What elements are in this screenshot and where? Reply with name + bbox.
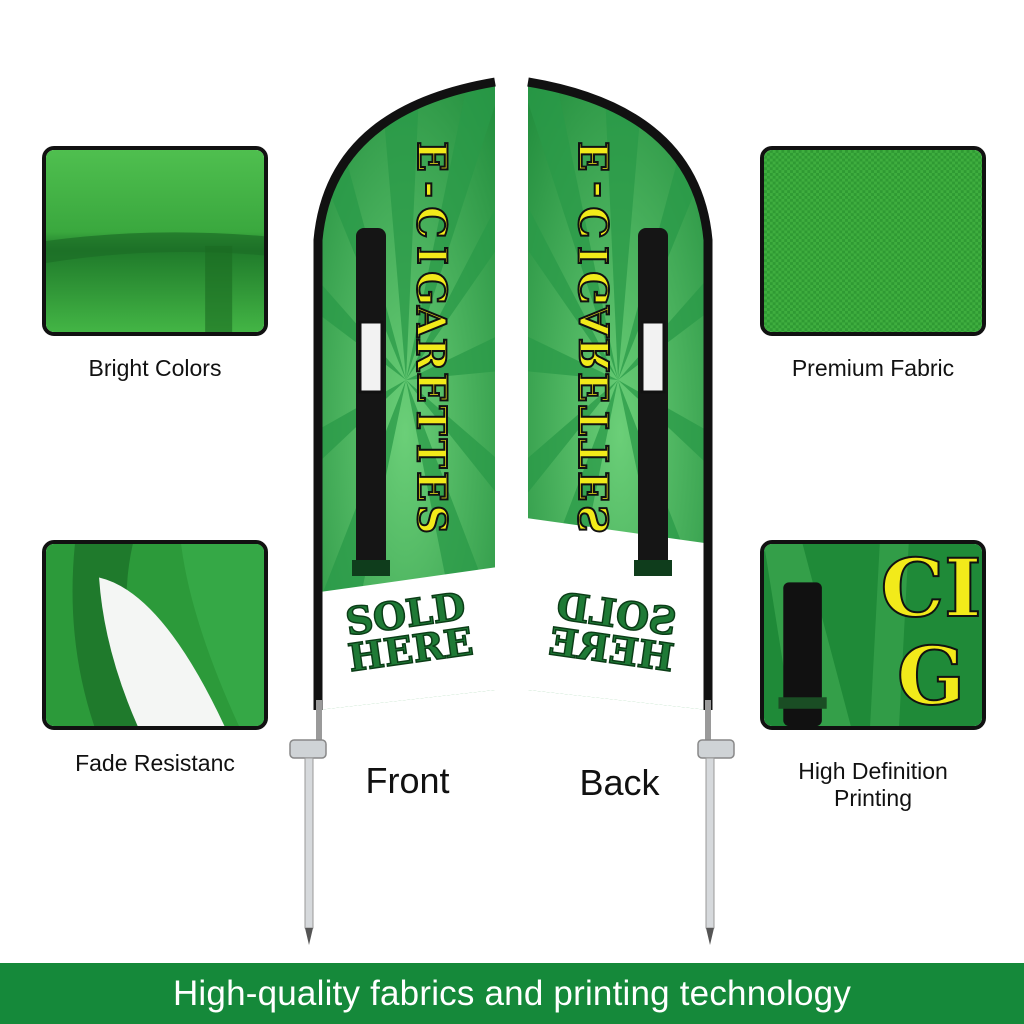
front-headline-letter: G xyxy=(406,270,455,306)
hd-printing-label: High Definition Printing xyxy=(760,758,986,812)
front-headline-letter: T xyxy=(406,438,455,470)
back-headline-letter: I xyxy=(571,245,620,266)
closeup-cig-text: CI xyxy=(879,541,982,635)
back-label: Back xyxy=(579,762,660,803)
back-headline-letter: R xyxy=(571,337,620,372)
hd-printing-label-line1: High Definition xyxy=(798,758,948,784)
fade-resistance-image xyxy=(42,540,268,730)
front-headline-letter: E xyxy=(407,470,456,503)
back-pole xyxy=(705,700,711,744)
bright-colors-fabric-image xyxy=(42,146,268,336)
closeup-g-text: G xyxy=(896,629,966,723)
back-flag xyxy=(528,82,708,710)
bright-colors-label: Bright Colors xyxy=(88,355,222,381)
front-label: Front xyxy=(365,760,450,801)
back-headline-letter: E xyxy=(571,371,620,404)
back-ground-spike xyxy=(706,928,714,945)
fade-resistance-label: Fade Resistanc xyxy=(75,750,235,776)
back-headline-letter: S xyxy=(571,504,620,535)
front-headline-letter: R xyxy=(407,337,456,372)
front-headline-letter: I xyxy=(407,245,456,266)
feather-flags-illustration xyxy=(289,77,735,945)
premium-fabric-label: Premium Fabric xyxy=(791,355,955,381)
banner-text: High-quality fabrics and printing techno… xyxy=(172,973,852,1013)
front-headline-letter: E xyxy=(407,371,456,404)
front-ground-spike xyxy=(305,928,313,945)
back-headline-letter: T xyxy=(571,405,620,437)
back-headline-letter: A xyxy=(571,305,620,338)
front-headline-letter: C xyxy=(407,206,456,240)
back-headline-letter: - xyxy=(571,180,620,199)
front-headline-letter: A xyxy=(406,305,455,338)
front-pole xyxy=(316,700,322,744)
back-headline-letter: E xyxy=(571,140,620,173)
back-headline-letter: T xyxy=(571,438,620,470)
back-headline-letter: G xyxy=(571,270,620,306)
hd-printing-image: CI G xyxy=(760,540,986,730)
front-headline-letter: - xyxy=(406,180,455,199)
front-flag xyxy=(318,82,495,710)
front-headline-letter: E xyxy=(407,140,456,173)
premium-fabric-image xyxy=(760,146,986,336)
front-headline-letter: T xyxy=(406,405,455,437)
back-headline-letter: E xyxy=(571,470,620,503)
hd-printing-label-line2: Printing xyxy=(834,785,912,811)
back-headline-letter: C xyxy=(571,206,620,240)
bottom-banner: High-quality fabrics and printing techno… xyxy=(0,963,1024,1024)
front-headline-letter: S xyxy=(406,504,455,535)
